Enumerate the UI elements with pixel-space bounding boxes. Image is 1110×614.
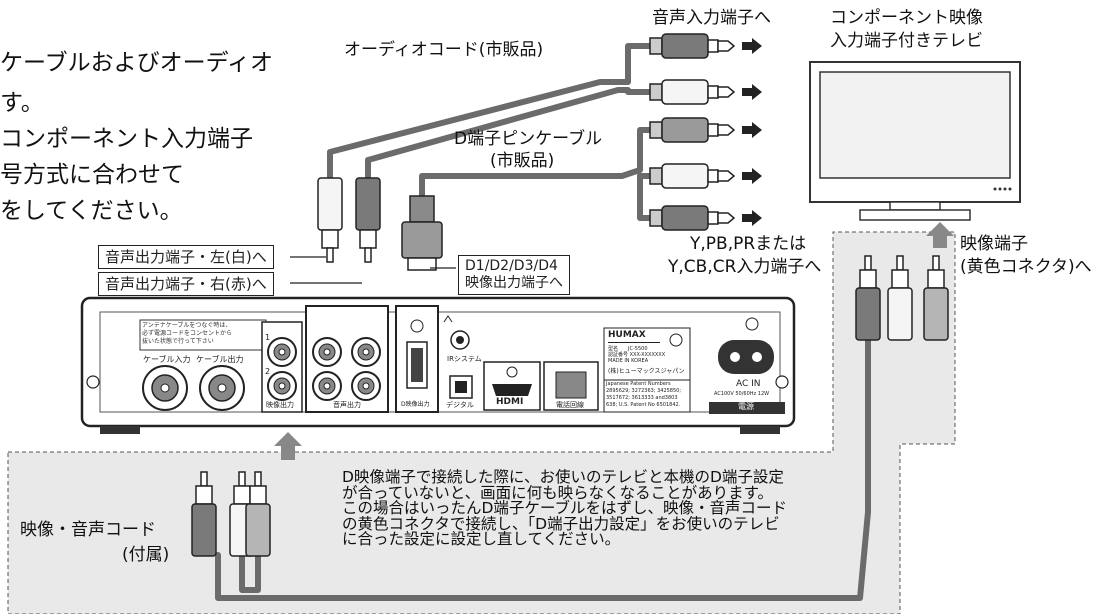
- ac-in-label: AC IN: [736, 379, 761, 389]
- d-cable-label-line1: D端子ピンケーブル: [454, 129, 603, 149]
- av-cord-label-line1: 映像・音声コード: [20, 520, 156, 540]
- audio-in-label: 音声入力端子へ: [652, 8, 771, 28]
- note-line: の黄色コネクタで接続し、「D端子出力設定」をお使いのテレビ: [342, 514, 780, 533]
- company-label: (株)ヒューマックスジャパン: [608, 368, 685, 375]
- model-info: 型名 JC-5500 認証番号 XXX-XXXXXXX MADE IN KORE…: [608, 346, 665, 364]
- model-line: MADE IN KOREA: [608, 358, 649, 364]
- av-cord-label-line2: (付属): [122, 545, 170, 565]
- tv-title-line2: 入力端子付きテレビ: [830, 31, 983, 51]
- phone-line-label: 電話回線: [556, 401, 584, 409]
- patent-info: Japanese Patent Numbers 2895629; 3272363…: [606, 381, 681, 409]
- tv-title-line1: コンポーネント映像: [830, 8, 983, 28]
- up-arrow-icon: [926, 222, 954, 248]
- power-label: 電源: [738, 402, 754, 411]
- intro-line: す。: [0, 90, 44, 116]
- cable-in-label: ケーブル入力: [143, 355, 191, 364]
- tuner-device: [80, 296, 796, 434]
- video-plugs-right: [855, 255, 949, 341]
- d-cable-label-line2: (市販品): [490, 151, 555, 171]
- patent-line: 2895629; 3272363; 3425850;: [606, 388, 682, 394]
- intro-line: コンポーネント入力端子: [0, 126, 253, 152]
- patent-line: Japanese Patent Numbers: [606, 381, 671, 387]
- d-terminal-plug: [401, 195, 443, 271]
- d-output-label-line1: D1/D2/D3/D4: [465, 258, 558, 274]
- audio-cord-label: オーディオコード(市販品): [344, 40, 544, 60]
- d-terminal-note: D映像端子で接続した際に、お使いのテレビと本機のD端子設定 が合っていないと、画…: [342, 468, 882, 548]
- video-terminal-label-line2: (黄色コネクタ)へ: [960, 257, 1092, 277]
- hdmi-logo: HDMI: [496, 397, 524, 407]
- power-spec-label: AC100V 50/60Hz 12W: [714, 391, 770, 397]
- note-line: D映像端子で接続した際に、お使いのテレビと本機のD端子設定: [342, 468, 784, 486]
- intro-line: ケーブルおよびオーディオ: [0, 50, 274, 76]
- audio-cord-cable-a: [327, 43, 653, 181]
- d-cable: [419, 127, 655, 199]
- ypbpr-label-line2: Y,CB,CR入力端子へ: [668, 257, 822, 277]
- antenna-note-line: アンテナケーブルをつなぐ時は、: [142, 322, 232, 329]
- up-arrow-icon: [274, 432, 302, 460]
- port-number-1: 1: [265, 333, 271, 342]
- ypbpr-label-line1: Y,PB,PRまたは: [690, 234, 807, 254]
- av-cord-plugs: [191, 471, 271, 557]
- brand-logo: HUMAX: [608, 330, 646, 340]
- port-number-2: 2: [265, 367, 271, 376]
- d-output-label: D1/D2/D3/D4 映像出力端子へ: [458, 255, 570, 295]
- intro-line: をしてください。: [0, 198, 183, 224]
- antenna-note-line: 抜いた状態で行って下さい: [142, 338, 214, 345]
- audio-out-plugs: [317, 177, 381, 263]
- video-out-label: 映像出力: [266, 401, 294, 409]
- video-terminal-label-line1: 映像端子: [960, 234, 1028, 254]
- note-line: に合った設定に設定し直してください。: [342, 530, 621, 548]
- antenna-note-line: 必ず電源コードをコンセントから: [142, 330, 233, 337]
- ir-system-label: IRシステム: [447, 355, 482, 363]
- model-line: 型名 JC-5500: [608, 346, 648, 352]
- audio-out-left-label: 音声出力端子・左(白)へ: [98, 245, 274, 269]
- d-output-label-line2: 映像出力端子へ: [465, 274, 563, 291]
- patent-line: 3517672; 3613333 and3803: [606, 395, 678, 401]
- note-line: この場合はいったんD端子ケーブルをはずし、映像・音声コード: [342, 499, 788, 517]
- audio-out-right-label: 音声出力端子・右(赤)へ: [98, 272, 274, 296]
- audio-in-plugs: [649, 33, 762, 105]
- model-line: 認証番号 XXX-XXXXXXX: [608, 352, 666, 358]
- audio-cord-cable-b: [365, 87, 653, 181]
- video-cord-cable: [215, 337, 871, 601]
- audio-out-label: 音声出力: [333, 401, 361, 409]
- digital-label: デジタル: [446, 401, 474, 409]
- d-terminal-label: D映像出力: [401, 401, 430, 408]
- cable-out-label: ケーブル出力: [196, 355, 244, 364]
- television: [809, 61, 1021, 221]
- component-plugs: [649, 117, 762, 231]
- antenna-note: アンテナケーブルをつなぐ時は、 必ず電源コードをコンセントから 抜いた状態で行っ…: [142, 322, 232, 346]
- patent-line: 638; U.S. Patent No 6501842.: [606, 402, 681, 408]
- note-line: が合っていないと、画面に何も映らなくなることがあります。: [342, 483, 774, 502]
- intro-line: 号方式に合わせて: [0, 162, 184, 188]
